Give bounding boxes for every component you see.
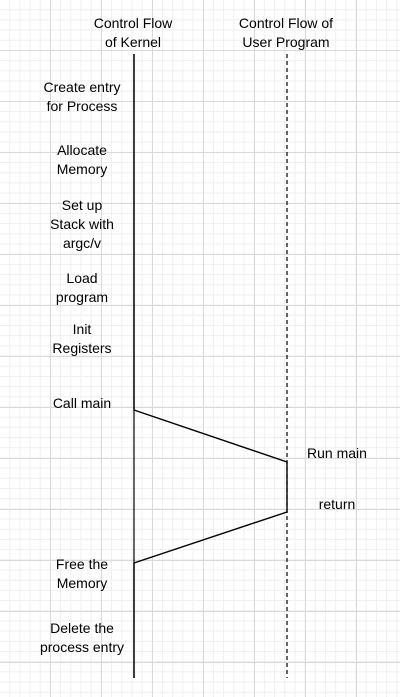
user-program-header: Control Flow of User Program xyxy=(238,15,334,50)
step-run-main: Run main xyxy=(307,445,367,461)
step-load-program: Load program xyxy=(55,270,109,305)
step-allocate-memory: Allocate Memory xyxy=(56,142,108,177)
step-return: return xyxy=(318,496,356,512)
control-flow-path xyxy=(133,54,288,678)
step-setup-stack: Set up Stack with argc/v xyxy=(50,197,114,251)
step-call-main: Call main xyxy=(52,395,112,411)
kernel-header: Control Flow of Kernel xyxy=(93,15,173,50)
step-free-memory: Free the Memory xyxy=(55,556,109,591)
step-init-registers: Init Registers xyxy=(52,321,112,356)
step-delete-entry: Delete the process entry xyxy=(39,620,125,655)
step-create-entry: Create entry for Process xyxy=(43,79,121,114)
